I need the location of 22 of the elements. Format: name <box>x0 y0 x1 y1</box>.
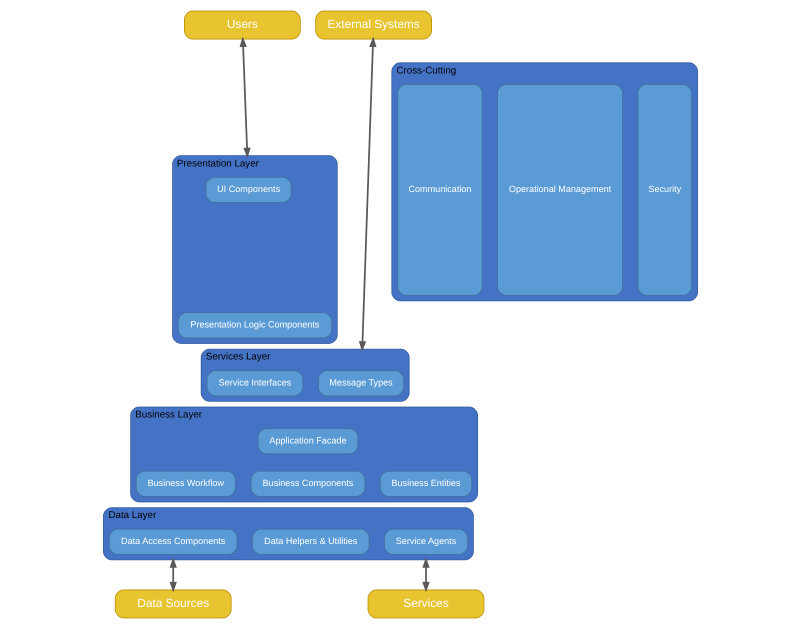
arrow <box>422 557 430 592</box>
arrow <box>358 36 376 352</box>
node-box: Users <box>183 10 300 40</box>
node-box: Communication <box>396 84 482 296</box>
node-box: Service Interfaces <box>206 370 303 396</box>
node-box: Presentation Logic Components <box>177 312 332 338</box>
arrow <box>238 36 250 158</box>
node-box: Business Workflow <box>135 470 236 497</box>
node-box: Data Access Components <box>108 528 238 555</box>
node-box: Services <box>367 590 484 618</box>
node-box: Operational Management <box>496 84 622 296</box>
node-box: Data Sources <box>114 590 232 618</box>
node-box: Service Agents <box>384 528 468 555</box>
node-box: External Systems <box>314 10 432 40</box>
node-box: Business Entities <box>379 470 472 497</box>
node-box: Data Helpers & Utilities <box>252 528 369 555</box>
arrow <box>169 557 176 592</box>
node-box: Application Facade <box>257 428 358 454</box>
node-box: Message Types <box>318 370 404 396</box>
node-box: Security <box>637 84 692 296</box>
node-box: Business Components <box>250 470 365 497</box>
node-box: UI Components <box>205 176 292 203</box>
